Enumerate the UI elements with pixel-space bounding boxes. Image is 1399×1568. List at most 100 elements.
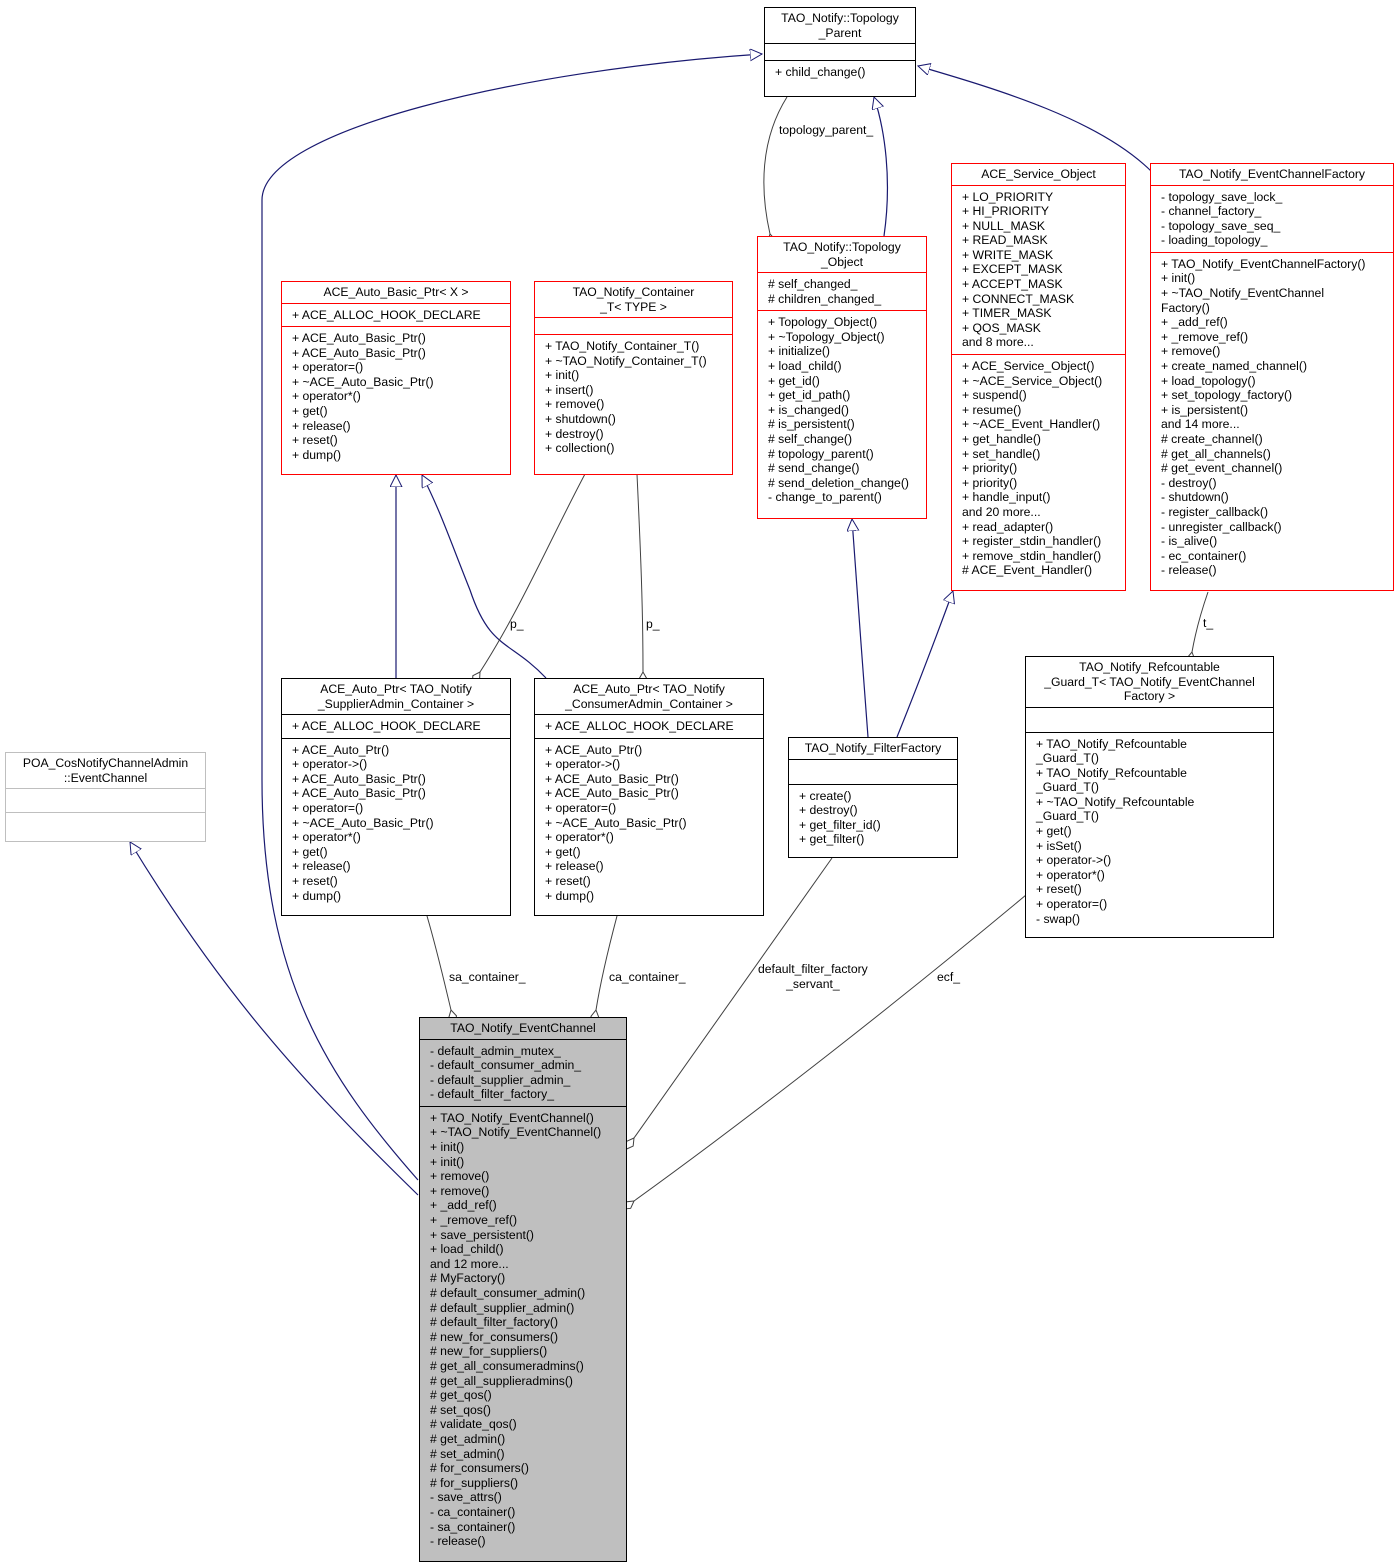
class-member: - release() bbox=[430, 1534, 486, 1549]
class-member: + operator*() bbox=[1036, 867, 1105, 882]
class-member: + handle_input() bbox=[962, 490, 1051, 505]
edge-default-filter-factory bbox=[625, 857, 833, 1151]
class-member: + release() bbox=[292, 859, 351, 874]
class-member: + collection() bbox=[545, 441, 615, 456]
class-ace-auto-basic-ptr[interactable]: ACE_Auto_Basic_Ptr< X > + ACE_ALLOC_HOOK… bbox=[281, 281, 511, 475]
class-auto-ptr-consumeradmin[interactable]: ACE_Auto_Ptr< TAO_Notify _ConsumerAdmin_… bbox=[534, 678, 764, 916]
class-member: + isSet() bbox=[1036, 838, 1082, 853]
class-member: # validate_qos() bbox=[430, 1417, 517, 1432]
class-poa-event-channel[interactable]: POA_CosNotifyChannelAdmin ::EventChannel bbox=[5, 752, 206, 842]
class-title: TAO_Notify::Topology _Parent bbox=[781, 11, 899, 40]
attributes-section: + ACE_ALLOC_HOOK_DECLARE bbox=[282, 714, 510, 738]
class-member: + operator*() bbox=[292, 389, 361, 404]
class-title: TAO_Notify_Refcountable _Guard_T< TAO_No… bbox=[1044, 660, 1255, 703]
class-member: + WRITE_MASK bbox=[962, 247, 1054, 262]
edge-t-ecfactory-to-guard bbox=[1186, 591, 1209, 667]
class-member: + TAO_Notify_Refcountable _Guard_T() bbox=[1036, 765, 1187, 795]
class-member: # set_admin() bbox=[430, 1446, 505, 1461]
class-topology-parent[interactable]: TAO_Notify::Topology _Parent + child_cha… bbox=[764, 7, 916, 97]
class-member: + ACE_Auto_Basic_Ptr() bbox=[292, 345, 426, 360]
class-member: + HI_PRIORITY bbox=[962, 204, 1050, 219]
class-member: # default_supplier_admin() bbox=[430, 1300, 575, 1315]
class-member: + is_changed() bbox=[768, 402, 849, 417]
class-member: - register_callback() bbox=[1161, 504, 1269, 519]
methods-section bbox=[6, 812, 205, 836]
edge-sa-container bbox=[426, 915, 458, 1025]
class-member: - default_consumer_admin_ bbox=[430, 1058, 582, 1073]
class-member: + priority() bbox=[962, 461, 1018, 476]
class-member: + reset() bbox=[1036, 882, 1082, 897]
class-member: + ~TAO_Notify_EventChannel Factory() bbox=[1161, 286, 1325, 315]
class-topology-object[interactable]: TAO_Notify::Topology _Object # self_chan… bbox=[757, 236, 927, 519]
methods-section: + child_change() bbox=[765, 60, 915, 84]
class-member: + operator=() bbox=[1036, 897, 1108, 912]
class-member: - default_filter_factory_ bbox=[430, 1087, 554, 1102]
class-member: + resume() bbox=[962, 402, 1022, 417]
class-member: + operator->() bbox=[292, 757, 368, 772]
class-member: + ~ACE_Service_Object() bbox=[962, 373, 1103, 388]
class-member: - channel_factory_ bbox=[1161, 204, 1262, 219]
class-member: + ~Topology_Object() bbox=[768, 329, 885, 344]
class-member: + ~ACE_Auto_Basic_Ptr() bbox=[292, 815, 434, 830]
attributes-section: - topology_save_lock_- channel_factory_-… bbox=[1151, 184, 1393, 252]
class-member: # get_all_supplieradmins() bbox=[430, 1373, 573, 1388]
methods-section: + ACE_Auto_Basic_Ptr()+ ACE_Auto_Basic_P… bbox=[282, 326, 510, 466]
class-member: # get_event_channel() bbox=[1161, 461, 1283, 476]
edge-autoptr-ca-inherits-autobasic bbox=[421, 475, 547, 679]
class-member: + get() bbox=[545, 844, 581, 859]
class-member: + get() bbox=[1036, 824, 1072, 839]
class-member: # set_qos() bbox=[430, 1402, 491, 1417]
attributes-section bbox=[789, 758, 957, 784]
edge-label-topology-parent: topology_parent_ bbox=[779, 123, 874, 137]
class-member: + init() bbox=[430, 1154, 465, 1169]
class-member: + dump() bbox=[292, 888, 342, 903]
class-title: ACE_Auto_Ptr< TAO_Notify _ConsumerAdmin_… bbox=[565, 682, 733, 711]
class-member: + reset() bbox=[292, 433, 338, 448]
attributes-section: # self_changed_# children_changed_ bbox=[758, 272, 926, 310]
class-event-channel-factory[interactable]: TAO_Notify_EventChannelFactory - topolog… bbox=[1150, 163, 1394, 591]
methods-section: + Topology_Object()+ ~Topology_Object()+… bbox=[758, 310, 926, 509]
class-title: ACE_Service_Object bbox=[981, 167, 1096, 181]
class-member: + get_id_path() bbox=[768, 388, 851, 403]
class-member: and 12 more... bbox=[430, 1256, 509, 1271]
class-member: + shutdown() bbox=[545, 411, 616, 426]
class-member: + ~TAO_Notify_Container_T() bbox=[545, 353, 707, 368]
class-title: TAO_Notify_EventChannel bbox=[450, 1021, 596, 1035]
class-member: + ACE_Auto_Basic_Ptr() bbox=[292, 771, 426, 786]
class-ace-service-object[interactable]: ACE_Service_Object + LO_PRIORITY+ HI_PRI… bbox=[951, 163, 1126, 591]
class-member: - release() bbox=[1161, 563, 1217, 578]
class-member: + save_persistent() bbox=[430, 1227, 534, 1242]
class-member: - topology_save_lock_ bbox=[1161, 189, 1283, 204]
class-member: + operator=() bbox=[545, 800, 617, 815]
class-title: TAO_Notify_FilterFactory bbox=[804, 741, 942, 755]
class-filter-factory[interactable]: TAO_Notify_FilterFactory + create()+ des… bbox=[788, 737, 958, 858]
class-member: + ACE_Service_Object() bbox=[962, 359, 1095, 374]
class-event-channel[interactable]: TAO_Notify_EventChannel - default_admin_… bbox=[419, 1017, 627, 1562]
class-member: + reset() bbox=[545, 873, 591, 888]
class-auto-ptr-supplieradmin[interactable]: ACE_Auto_Ptr< TAO_Notify _SupplierAdmin_… bbox=[281, 678, 511, 916]
class-refcountable-guard[interactable]: TAO_Notify_Refcountable _Guard_T< TAO_No… bbox=[1025, 656, 1274, 938]
edge-label-ecf: ecf_ bbox=[937, 970, 961, 984]
class-member: + read_adapter() bbox=[962, 519, 1054, 534]
class-member: + operator=() bbox=[292, 360, 364, 375]
class-member: + create() bbox=[799, 788, 852, 803]
class-member: + reset() bbox=[292, 873, 338, 888]
class-member: + release() bbox=[545, 859, 604, 874]
class-member: + load_child() bbox=[430, 1242, 504, 1257]
class-member: - ca_container() bbox=[430, 1504, 516, 1519]
class-notify-container-t[interactable]: TAO_Notify_Container _T< TYPE > + TAO_No… bbox=[534, 281, 733, 475]
class-member: + ~ACE_Auto_Basic_Ptr() bbox=[545, 815, 687, 830]
attributes-section bbox=[6, 788, 205, 812]
class-member: + get() bbox=[292, 844, 328, 859]
attributes-section bbox=[1026, 706, 1273, 732]
class-member: - swap() bbox=[1036, 911, 1081, 926]
class-member: # MyFactory() bbox=[430, 1271, 506, 1286]
class-member: - sa_container() bbox=[430, 1519, 516, 1534]
class-title: ACE_Auto_Ptr< TAO_Notify _SupplierAdmin_… bbox=[317, 682, 475, 711]
edge-filterfactory-inherits-topology-object bbox=[852, 519, 869, 738]
edge-ecfactory-inherits-topology-parent bbox=[918, 66, 1153, 173]
attributes-section bbox=[765, 43, 915, 60]
class-member: + suspend() bbox=[962, 388, 1027, 403]
